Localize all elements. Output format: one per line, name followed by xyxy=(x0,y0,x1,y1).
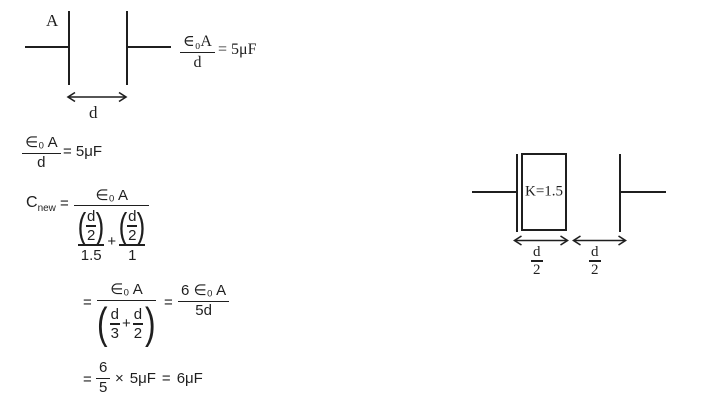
close-paren: ) xyxy=(137,205,146,246)
close-paren: ) xyxy=(145,299,156,348)
six-fifths-num: 6 xyxy=(99,359,108,376)
equation-fraction: ∈₀A d xyxy=(180,33,215,72)
line1-fraction: ∈₀ A d xyxy=(22,134,61,172)
fraction-bar xyxy=(22,152,61,154)
dielectric-slab: K=1.5 xyxy=(521,153,567,231)
fraction-bar xyxy=(589,260,601,262)
half-gap-den: 2 xyxy=(128,226,137,244)
half-gap-num: d xyxy=(128,208,137,226)
fraction-bar xyxy=(78,244,105,246)
fraction-bar xyxy=(178,300,230,302)
line4-result-row: × 5μF = 6μF xyxy=(115,370,203,387)
fraction-bar xyxy=(531,260,543,262)
half-gap-den: 2 xyxy=(87,226,96,244)
right-plate-line xyxy=(126,11,128,85)
open-paren: ( xyxy=(118,205,128,246)
plate-area-label: A xyxy=(46,11,59,30)
main-fraction: ∈₀ A ( d 2 ) 1.5 + xyxy=(74,186,150,264)
combined-fraction: ∈₀ A ( d 3 + d 2 ) xyxy=(97,281,156,348)
fraction-bar xyxy=(96,377,111,379)
main-numerator: ∈₀ A xyxy=(95,187,129,204)
left-gap-den: 2 xyxy=(533,261,541,278)
d-over-3-fraction: d 3 xyxy=(109,306,120,342)
right-plate-line xyxy=(619,154,621,232)
open-paren: ( xyxy=(97,299,108,348)
result-numerator: 6 ∈₀ A xyxy=(181,282,227,299)
right-gap-den: 2 xyxy=(591,261,599,278)
left-plate-line xyxy=(68,11,70,85)
d-over-3-num: d xyxy=(110,306,119,324)
fraction-bar xyxy=(132,323,144,325)
final-result: 6μF xyxy=(176,370,203,387)
plus-sign: + xyxy=(122,314,131,332)
fraction-bar xyxy=(109,323,120,325)
operand-value: 5μF xyxy=(129,370,156,387)
left-plate-line xyxy=(516,154,518,232)
equals-sign: = xyxy=(83,371,92,388)
air-term: ( d 2 ) 1 xyxy=(118,205,146,264)
cnew-base: C xyxy=(26,194,38,211)
air-divisor: 1 xyxy=(128,246,137,264)
equation-denominator: d xyxy=(193,54,202,72)
fraction-bar xyxy=(97,299,156,301)
result-denominator: 5d xyxy=(195,302,212,319)
half-gap-num: d xyxy=(87,208,96,226)
plus-sign: + xyxy=(107,232,117,250)
six-fifths-den: 5 xyxy=(99,379,108,396)
dielectric-term-numerator: ( d 2 ) xyxy=(77,205,105,246)
dielectric-term: ( d 2 ) 1.5 xyxy=(77,205,105,264)
dielectric-label: K=1.5 xyxy=(525,183,564,200)
separation-arrow-icon xyxy=(66,91,128,103)
capacitance-equation: ∈₀A d = 5μF xyxy=(180,33,257,72)
right-lead-line xyxy=(128,46,171,48)
d-over-2-num: d xyxy=(133,306,143,324)
left-gap-label: d 2 xyxy=(531,244,543,278)
fraction-bar xyxy=(119,244,146,246)
open-paren: ( xyxy=(77,205,87,246)
half-gap-fraction: d 2 xyxy=(127,208,138,244)
equals-sign: = xyxy=(60,195,69,212)
fraction-bar xyxy=(127,225,138,227)
six-fifths-fraction: 6 5 xyxy=(96,359,111,397)
right-gap-arrow-icon xyxy=(572,235,627,246)
right-lead-line xyxy=(621,191,666,193)
d-over-3-den: 3 xyxy=(110,324,119,342)
left-lead-line xyxy=(472,191,517,193)
equation-rhs: = 5μF xyxy=(218,41,257,58)
d-over-2-den: 2 xyxy=(133,324,143,342)
half-gap-fraction: d 2 xyxy=(86,208,97,244)
dielectric-divisor: 1.5 xyxy=(80,246,102,264)
solution-line-1: ∈₀ A d = 5μF xyxy=(22,134,102,172)
equals-sign: = xyxy=(83,294,92,311)
separation-label: d xyxy=(89,103,98,122)
capacitor-no-dielectric-diagram: A d xyxy=(0,0,300,125)
fraction-bar xyxy=(86,225,97,227)
line1-rhs: = 5μF xyxy=(63,143,103,160)
right-gap-num: d xyxy=(591,244,599,260)
cnew-subscript: new xyxy=(37,203,56,214)
capacitor-with-dielectric-diagram: K=1.5 d 2 d 2 xyxy=(465,148,680,283)
close-paren: ) xyxy=(96,205,105,246)
right-gap-label: d 2 xyxy=(589,244,601,278)
equals-sign: = xyxy=(164,294,173,311)
left-gap-arrow-icon xyxy=(513,235,569,246)
cnew-symbol: Cnew xyxy=(26,194,56,214)
result-fraction: 6 ∈₀ A 5d xyxy=(178,282,230,320)
air-term-numerator: ( d 2 ) xyxy=(118,205,146,246)
equation-numerator: ∈₀A xyxy=(183,33,212,50)
fraction-bar xyxy=(180,51,215,54)
equals-sign: = xyxy=(161,370,171,387)
line1-denominator: d xyxy=(37,154,46,171)
main-denominator: ( d 2 ) 1.5 + ( xyxy=(74,205,150,264)
combined-denominator: ( d 3 + d 2 ) xyxy=(97,299,156,348)
times-sign: × xyxy=(115,370,124,387)
d-over-2-fraction: d 2 xyxy=(132,306,144,342)
combined-numerator: ∈₀ A xyxy=(110,281,143,298)
left-lead-line xyxy=(25,46,69,48)
left-gap-num: d xyxy=(533,244,541,260)
line1-numerator: ∈₀ A xyxy=(25,134,58,151)
